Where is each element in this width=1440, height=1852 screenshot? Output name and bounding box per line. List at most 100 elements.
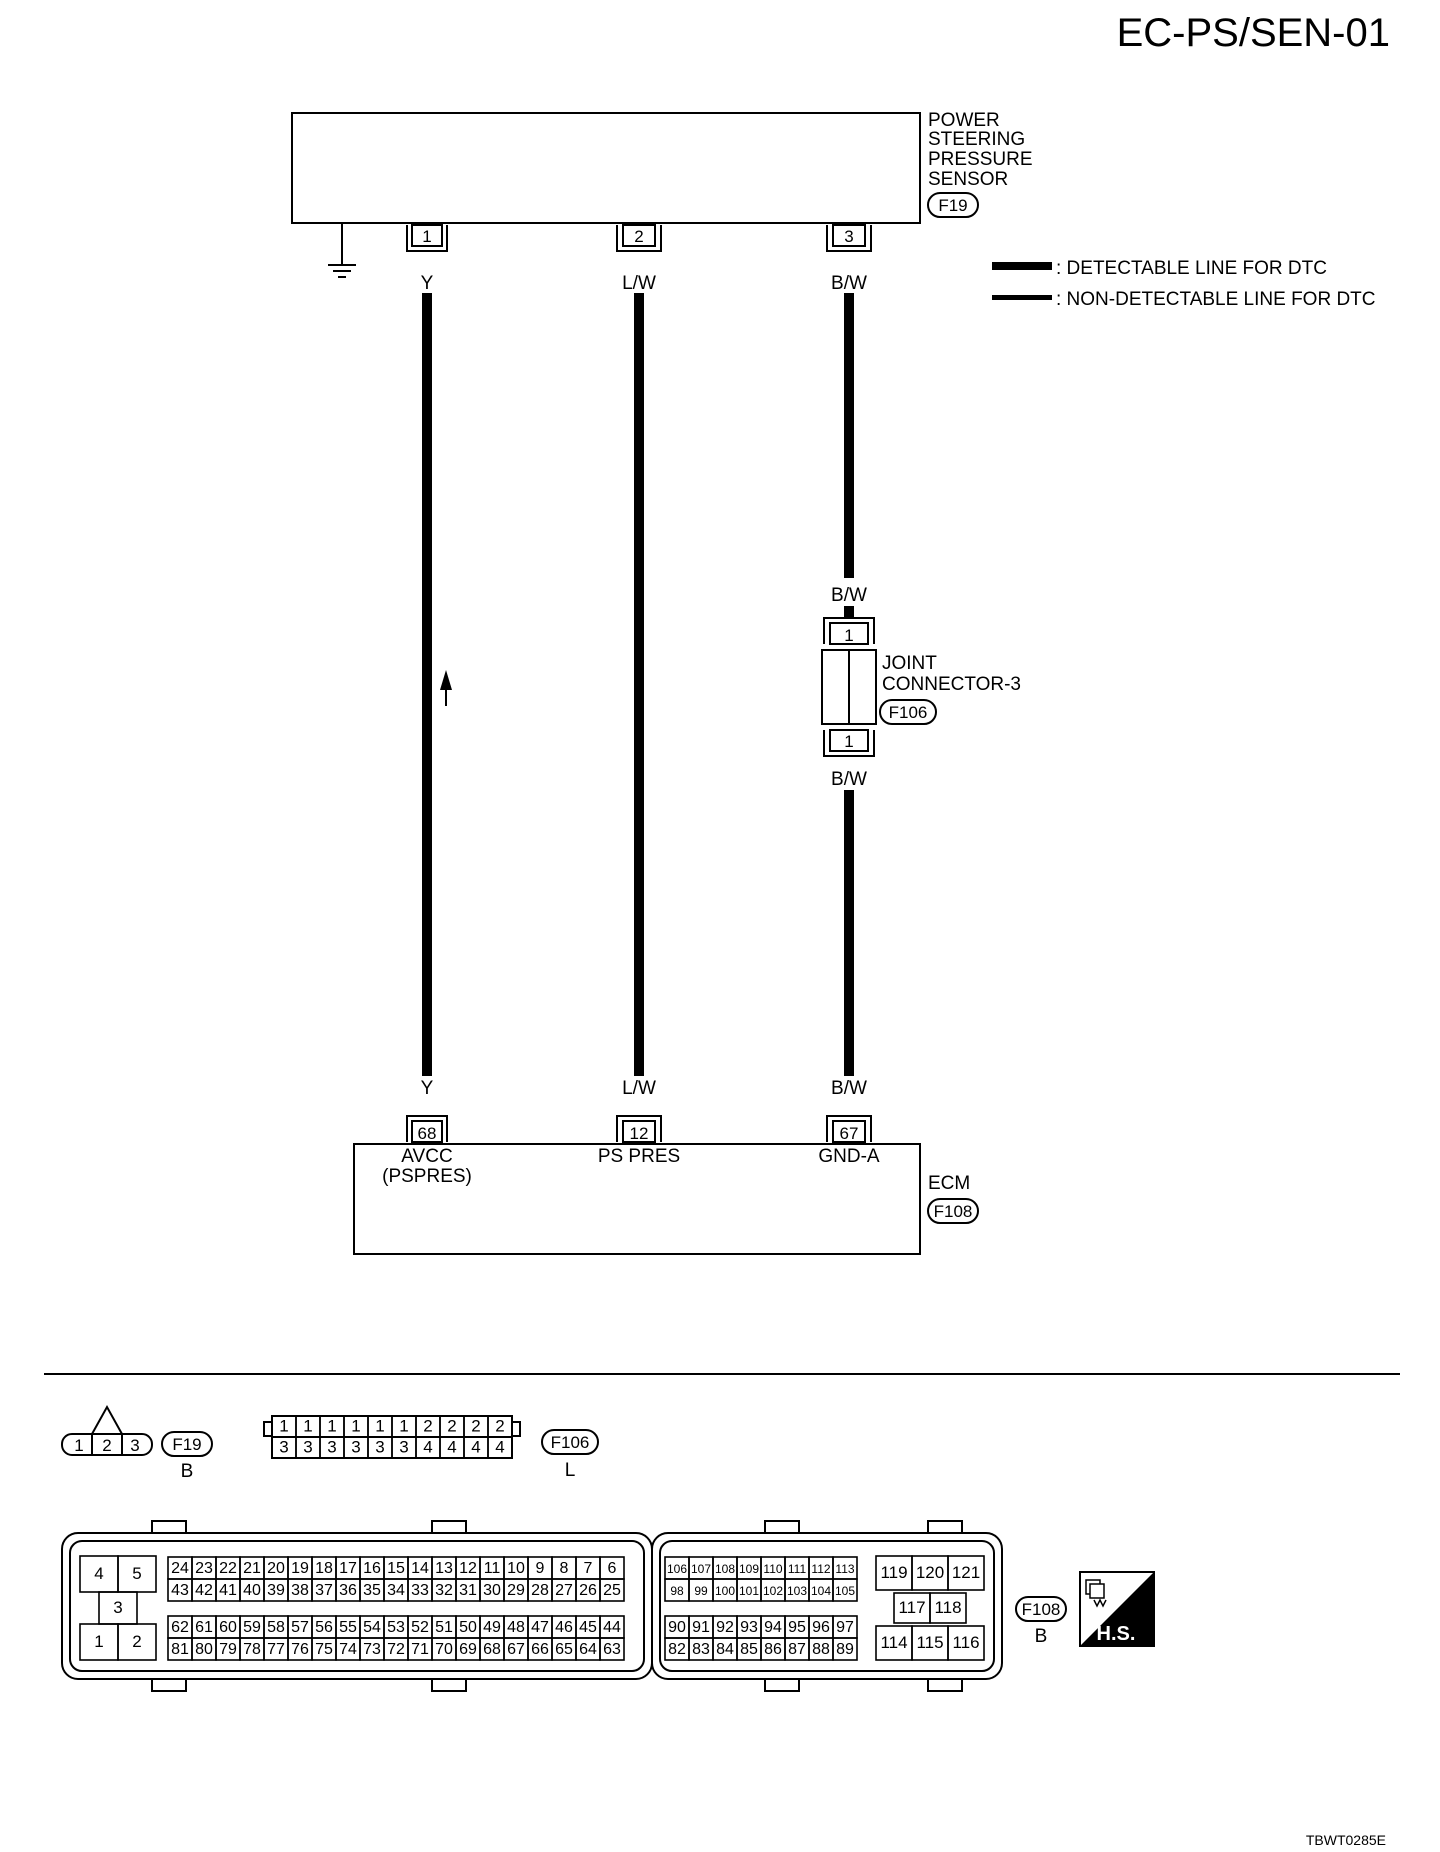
pin-number: 38 — [291, 1582, 309, 1599]
joint-name-line2: CONNECTOR-3 — [882, 674, 1021, 695]
f19-pin-1: 1 — [74, 1436, 83, 1455]
pin-number: 6 — [608, 1560, 617, 1577]
wire-2-color-bottom: L/W — [622, 1078, 656, 1099]
pin-number: 81 — [171, 1641, 189, 1658]
sensor-pin-2: 2 — [634, 227, 643, 246]
pin-cavity — [947, 1625, 985, 1661]
pin-number: 67 — [507, 1641, 525, 1658]
pin-number: 63 — [603, 1641, 621, 1658]
pin-number: 104 — [811, 1584, 831, 1598]
pin-number: 88 — [812, 1641, 830, 1658]
pin-number: 74 — [339, 1641, 357, 1658]
pin-number: 120 — [916, 1563, 944, 1582]
wire-1: 1 Y Y 68 — [406, 224, 448, 1143]
pin-number: 10 — [507, 1560, 525, 1577]
pin-number: 101 — [739, 1584, 759, 1598]
pin-number: 89 — [836, 1641, 854, 1658]
pin-number: 47 — [531, 1619, 549, 1636]
pin-number: 43 — [171, 1582, 189, 1599]
pin-number: 2 — [495, 1417, 504, 1436]
pin-number: 66 — [531, 1641, 549, 1658]
pin-number: 2 — [471, 1417, 480, 1436]
f19-connector-face: 1 2 3 F19 B — [61, 1404, 213, 1482]
pin-cavity — [487, 1436, 513, 1459]
pin-number: 24 — [171, 1560, 189, 1577]
pin-number: 103 — [787, 1584, 807, 1598]
page-title: EC-PS/SEN-01 — [1117, 11, 1390, 55]
pin-number: 79 — [219, 1641, 237, 1658]
pin-number: 3 — [279, 1438, 288, 1457]
pin-number: 111 — [788, 1562, 807, 1576]
hs-badge-label: H.S. — [1097, 1623, 1136, 1645]
pin-number: 87 — [788, 1641, 806, 1658]
wire-2: 2 L/W L/W 12 — [616, 224, 662, 1143]
pin-number: 119 — [880, 1563, 907, 1582]
f19-pin-2: 2 — [102, 1436, 111, 1455]
ecm-pin-67: 67 — [840, 1124, 859, 1143]
pin-number: 70 — [435, 1641, 453, 1658]
pin-number: 1 — [279, 1417, 288, 1436]
pin-number: 49 — [483, 1619, 501, 1636]
sensor-name-line4: SENSOR — [928, 169, 1008, 190]
legend-non-detectable-swatch — [992, 295, 1052, 300]
pin-cavity — [929, 1592, 967, 1624]
pin-number: 85 — [740, 1641, 758, 1658]
pin-number: 22 — [219, 1560, 237, 1577]
pin-number: 30 — [483, 1582, 501, 1599]
ground-icon — [328, 223, 356, 278]
pin-number: 4 — [447, 1438, 456, 1457]
pin-number: 3 — [399, 1438, 408, 1457]
pin-number: 37 — [315, 1582, 333, 1599]
pin-number: 99 — [694, 1584, 708, 1598]
pin-number: 13 — [435, 1560, 453, 1577]
pin-number: 51 — [435, 1619, 453, 1636]
pin-number: 16 — [363, 1560, 381, 1577]
f108-id: F108 — [1022, 1600, 1061, 1619]
pin-number: 19 — [291, 1560, 309, 1577]
pin-number: 116 — [952, 1633, 979, 1652]
f19-id: F19 — [172, 1435, 201, 1454]
pin-number: 3 — [113, 1598, 122, 1617]
ecm-pin-68: 68 — [418, 1124, 437, 1143]
pin-number: 73 — [363, 1641, 381, 1658]
pin-number: 109 — [739, 1562, 759, 1576]
pin-number: 3 — [303, 1438, 312, 1457]
pin-number: 1 — [303, 1417, 312, 1436]
pin-cavity — [117, 1623, 157, 1661]
pin-number: 40 — [243, 1582, 261, 1599]
pin-number: 9 — [536, 1560, 545, 1577]
joint-name-line1: JOINT — [882, 653, 937, 674]
pin-number: 115 — [916, 1633, 943, 1652]
ecm-label-pspres: (PSPRES) — [382, 1166, 472, 1187]
pin-number: 15 — [387, 1560, 405, 1577]
pin-number: 8 — [560, 1560, 569, 1577]
pin-number: 102 — [763, 1584, 783, 1598]
f19-pin-3: 3 — [130, 1436, 139, 1455]
pin-number: 1 — [375, 1417, 384, 1436]
pin-number: 54 — [363, 1619, 381, 1636]
pin-number: 33 — [411, 1582, 429, 1599]
pin-cavity — [832, 1578, 858, 1602]
pin-number: 2 — [423, 1417, 432, 1436]
sensor-pin-3: 3 — [844, 227, 853, 246]
pin-number: 86 — [764, 1641, 782, 1658]
pin-number: 48 — [507, 1619, 525, 1636]
pin-number: 55 — [339, 1619, 357, 1636]
sensor-name-line1: POWER — [928, 110, 1000, 131]
pin-number: 95 — [788, 1619, 806, 1636]
pin-number: 12 — [459, 1560, 477, 1577]
pin-number: 59 — [243, 1619, 261, 1636]
pin-number: 75 — [315, 1641, 333, 1658]
pin-number: 92 — [716, 1619, 734, 1636]
pin-number: 42 — [195, 1582, 213, 1599]
pin-cavity — [599, 1637, 625, 1661]
ecm-label-avcc: AVCC — [401, 1146, 452, 1167]
pin-number: 69 — [459, 1641, 477, 1658]
pin-number: 84 — [716, 1641, 734, 1658]
joint-connector-id: F106 — [889, 703, 928, 722]
f19-color: B — [181, 1461, 194, 1482]
pin-number: 60 — [219, 1619, 237, 1636]
pin-number: 28 — [531, 1582, 549, 1599]
pin-number: 3 — [327, 1438, 336, 1457]
